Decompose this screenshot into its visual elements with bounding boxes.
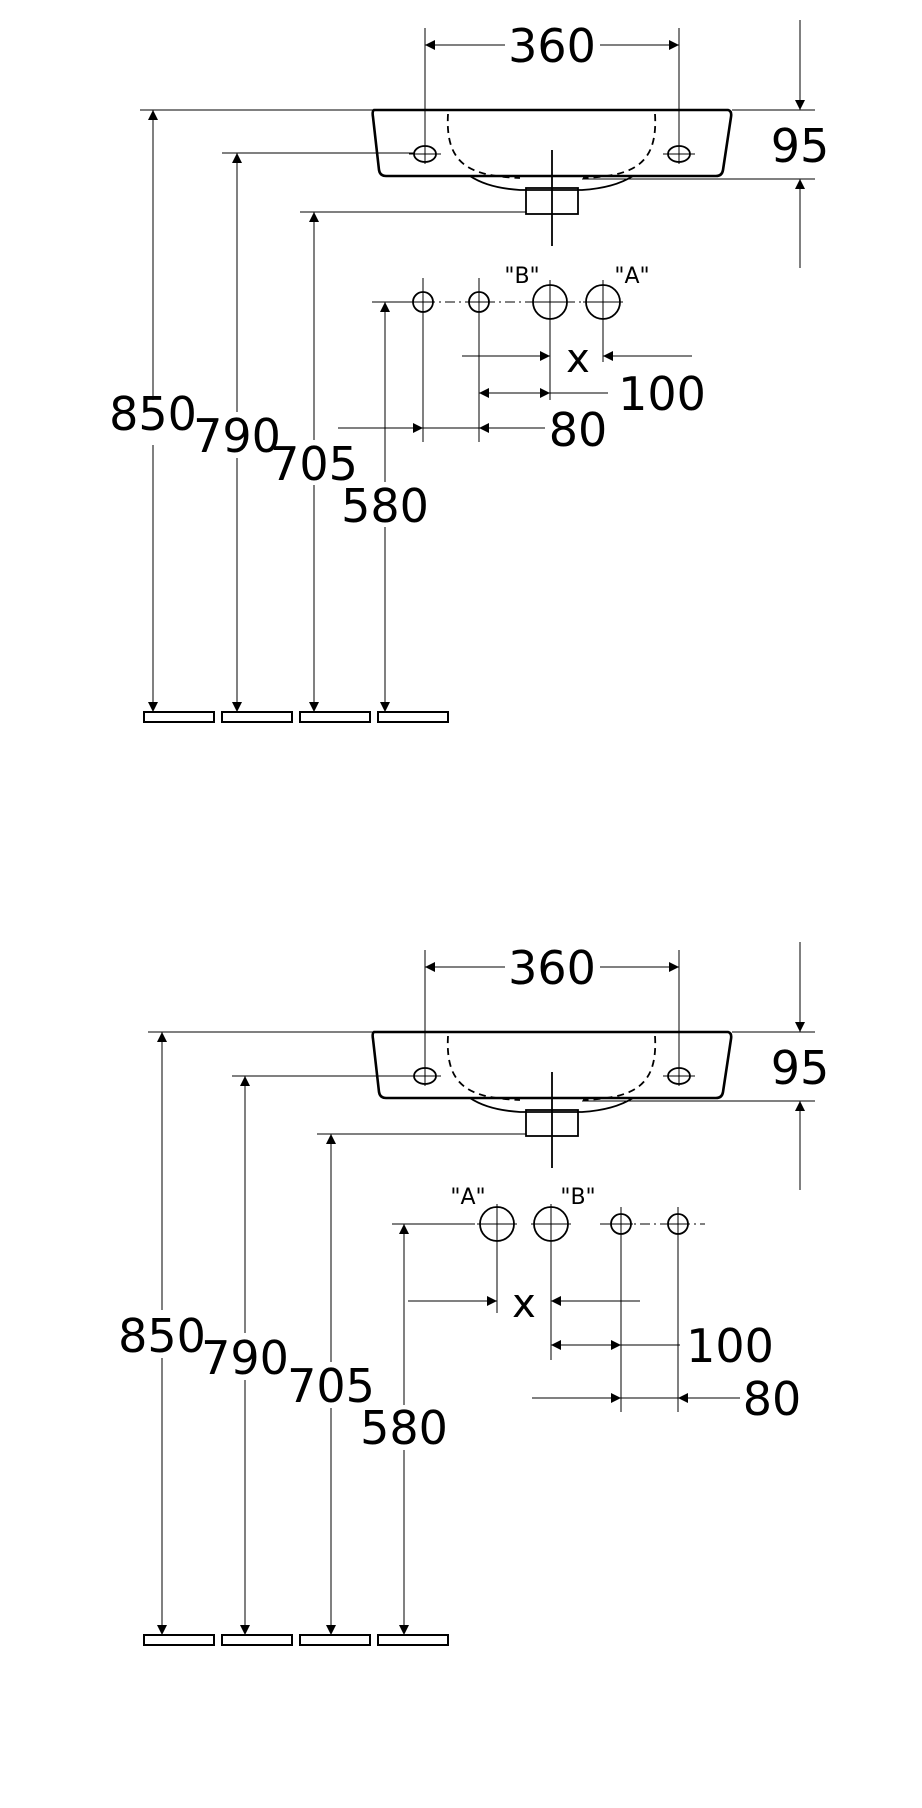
dimension-80-label: 80 [743, 1372, 802, 1426]
dimension-width-label: 360 [508, 19, 596, 73]
connection-a: "A" [583, 264, 650, 322]
connection-b-label: "B" [560, 1185, 595, 1210]
floor-blocks [143, 1634, 449, 1646]
basin-outline [371, 108, 733, 191]
dimension-height-580-label: 580 [341, 479, 429, 533]
dimension-80: 80 [532, 1372, 801, 1426]
dimension-100: 100 [551, 1319, 774, 1373]
drawing-view-bottom: 360 95 850 790 705 [118, 941, 829, 1646]
waste-outlet [525, 150, 579, 246]
dimension-x-label: x [566, 336, 590, 382]
connection-small-2 [467, 290, 491, 314]
dimension-height-790-label: 790 [193, 409, 281, 463]
connection-a: "A" [450, 1185, 517, 1244]
dimension-height-850: 850 [118, 1032, 206, 1635]
connection-small-2 [666, 1212, 690, 1236]
dimension-80-label: 80 [549, 403, 608, 457]
dimension-depth: 95 [582, 20, 829, 268]
drawing-view-top: 360 95 850 790 705 [109, 19, 829, 723]
connection-small-1 [609, 1212, 633, 1236]
connection-b-label: "B" [504, 264, 539, 289]
floor-blocks [143, 711, 449, 723]
dimension-80: 80 [338, 403, 607, 457]
dimension-depth-label: 95 [771, 119, 830, 173]
dimension-width-label: 360 [508, 941, 596, 995]
dimension-height-580-label: 580 [360, 1401, 448, 1455]
connection-a-label: "A" [614, 264, 649, 289]
dimension-100-label: 100 [618, 367, 706, 421]
dimension-x-label: x [512, 1281, 536, 1327]
dimension-height-705: 705 [287, 1134, 375, 1635]
dimension-100: 100 [479, 367, 706, 421]
connection-small-1 [411, 290, 435, 314]
dimension-height-705: 705 [270, 212, 358, 712]
waste-outlet [525, 1072, 579, 1168]
dimension-height-705-label: 705 [270, 437, 358, 491]
basin-outline [371, 1030, 733, 1113]
dimension-height-790: 790 [193, 153, 281, 712]
dimension-width: 360 [424, 941, 680, 1072]
dimension-x: x [408, 1281, 640, 1327]
dimension-depth-label: 95 [771, 1041, 830, 1095]
dimension-100-label: 100 [686, 1319, 774, 1373]
dimension-height-790-label: 790 [201, 1331, 289, 1385]
dimension-height-580: 580 [341, 302, 429, 712]
connection-b: "B" [504, 264, 570, 322]
dimension-height-790: 790 [201, 1076, 289, 1635]
connection-a-label: "A" [450, 1185, 485, 1210]
dimension-height-580: 580 [360, 1224, 448, 1635]
dimension-height-850: 850 [109, 110, 197, 712]
connection-b: "B" [531, 1185, 596, 1244]
dimension-depth: 95 [582, 942, 829, 1190]
dimension-height-850-label: 850 [118, 1309, 206, 1363]
dimension-height-705-label: 705 [287, 1359, 375, 1413]
dimension-height-850-label: 850 [109, 387, 197, 441]
dimension-x: x [462, 336, 692, 382]
dimension-width: 360 [424, 19, 680, 150]
